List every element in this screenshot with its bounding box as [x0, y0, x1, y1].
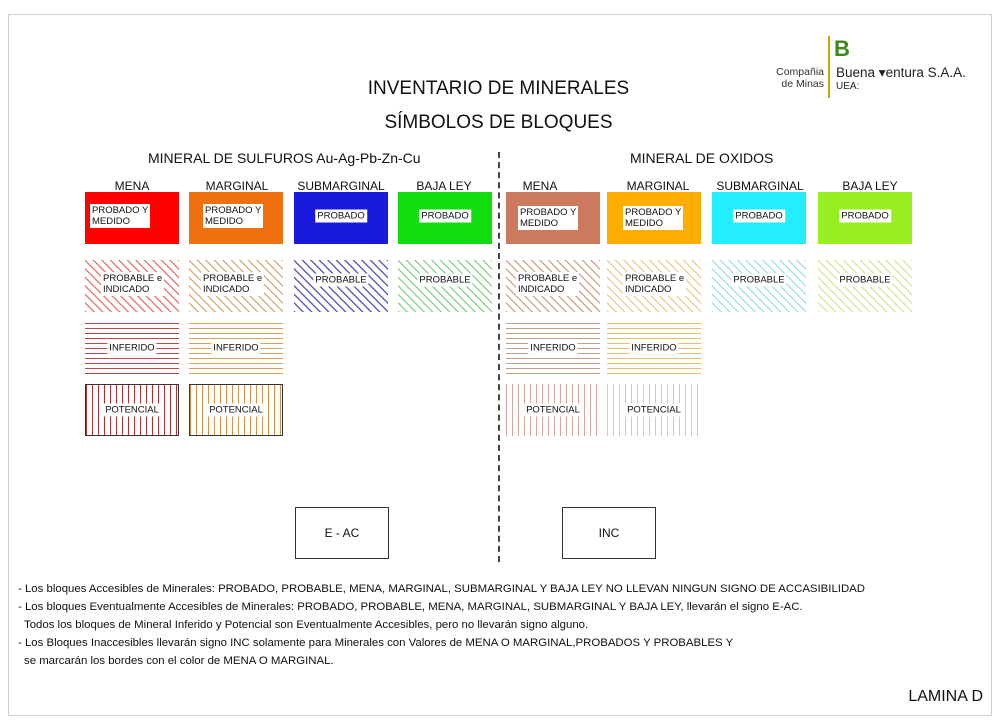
sign-eac-box: E - AC [295, 507, 389, 559]
section-title-sulfuros: MINERAL DE SULFUROS Au-Ag-Pb-Zn-Cu [148, 150, 421, 166]
notes: - Los bloques Accesibles de Minerales: P… [18, 580, 865, 670]
section-divider [498, 152, 500, 562]
sign-inc-label: INC [598, 526, 620, 540]
block-probable-sulf-bajaley: PROBABLE [398, 260, 492, 312]
sign-eac-label: E - AC [324, 526, 360, 540]
block-inferido-ox-marginal: INFERIDO [607, 322, 701, 374]
logo-company-name: Buena ▾entura S.A.A. [836, 65, 966, 80]
page-subtitle: SÍMBOLOS DE BLOQUES [384, 112, 613, 133]
block-label: POTENCIAL [625, 403, 683, 417]
block-inferido-sulf-mena: INFERIDO [85, 322, 179, 374]
note-line: - Los Bloques Inaccesibles llevarán sign… [18, 637, 734, 649]
block-label: PROBADO [839, 209, 891, 223]
block-label: PROBABLE [731, 273, 787, 287]
logo-uea-label: UEA: [836, 81, 860, 92]
block-label: POTENCIAL [524, 403, 582, 417]
company-logo: Compañia de Minas B Buena ▾entura S.A.A.… [770, 36, 992, 100]
column-header: SUBMARGINAL [716, 179, 804, 193]
column-header: MARGINAL [205, 179, 269, 193]
block-probado-sulf-submarginal: PROBADO [294, 192, 388, 244]
block-probado-ox-bajaley: PROBADO [818, 192, 912, 244]
block-probable-ox-bajaley: PROBABLE [818, 260, 912, 312]
column-header: SUBMARGINAL [297, 179, 385, 193]
section-title-oxidos: MINERAL DE OXIDOS [630, 150, 774, 166]
block-potencial-ox-marginal: POTENCIAL [607, 384, 701, 436]
block-probable-sulf-submarginal: PROBABLE [294, 260, 388, 312]
note-line: - Los bloques Eventualmente Accesibles d… [18, 601, 803, 613]
block-inferido-sulf-marginal: INFERIDO [189, 322, 283, 374]
block-probado-sulf-bajaley: PROBADO [398, 192, 492, 244]
document-frame [8, 14, 992, 716]
logo-company-label: Compañia de Minas [770, 66, 824, 90]
block-potencial-sulf-mena: POTENCIAL [85, 384, 179, 436]
block-label: INFERIDO [211, 341, 261, 355]
block-label: PROBABLE [417, 273, 473, 287]
block-label: INFERIDO [528, 341, 578, 355]
page-title: INVENTARIO DE MINERALES [367, 78, 630, 99]
block-label: INFERIDO [107, 341, 157, 355]
block-potencial-sulf-marginal: POTENCIAL [189, 384, 283, 436]
block-label: PROBABLE [313, 273, 369, 287]
column-header: MENA [522, 179, 558, 193]
logo-b-icon: B [834, 36, 850, 61]
lamina-label: LAMINA D [908, 688, 983, 705]
block-label: POTENCIAL [207, 403, 265, 417]
logo-divider [828, 36, 830, 98]
block-label: PROBADO [419, 209, 471, 223]
note-line: se marcarán los bordes con el color de M… [24, 655, 334, 667]
block-probado-ox-submarginal: PROBADO [712, 192, 806, 244]
block-potencial-ox-mena: POTENCIAL [506, 384, 600, 436]
column-header: BAJA LEY [842, 179, 898, 193]
column-header: BAJA LEY [416, 179, 472, 193]
block-label: PROBADO [315, 209, 367, 223]
block-label: PROBADO [733, 209, 785, 223]
note-line: - Los bloques Accesibles de Minerales: P… [18, 583, 865, 595]
column-header: MENA [114, 179, 150, 193]
logo-company-line1: Compañia [776, 66, 824, 78]
column-header: MARGINAL [626, 179, 690, 193]
logo-company-line2: de Minas [781, 78, 824, 90]
block-label: POTENCIAL [103, 403, 161, 417]
block-inferido-ox-mena: INFERIDO [506, 322, 600, 374]
block-label: PROBABLE [837, 273, 893, 287]
block-label: INFERIDO [629, 341, 679, 355]
sign-inc-box: INC [562, 507, 656, 559]
note-line: Todos los bloques de Mineral Inferido y … [24, 619, 589, 631]
block-probable-ox-submarginal: PROBABLE [712, 260, 806, 312]
